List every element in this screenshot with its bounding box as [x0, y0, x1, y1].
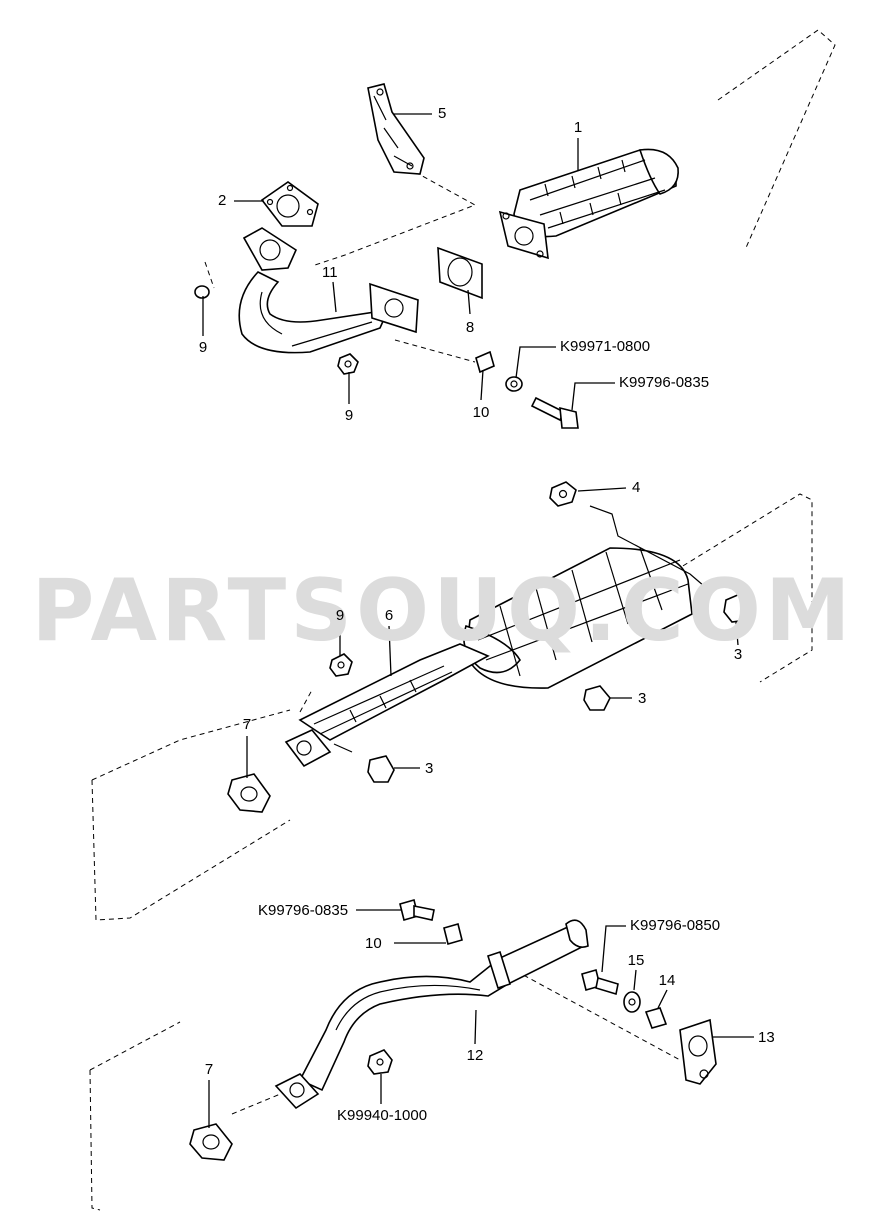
part-nut-4 [549, 481, 577, 507]
part-muffler-assembly-6 [284, 505, 705, 768]
part-front-pipe-11 [238, 227, 419, 354]
part-nut-9-c [329, 653, 353, 677]
callout-c14: 14 [659, 972, 676, 989]
callout-c1: 1 [574, 119, 582, 136]
callout-ck1: K99971-0800 [560, 338, 650, 355]
part-hanger-13 [679, 1018, 717, 1085]
part-washer-15 [623, 991, 641, 1013]
part-rubber-mount-3-c [367, 755, 395, 783]
callout-c3c: 3 [425, 760, 433, 777]
part-clip-10-a [475, 350, 495, 374]
part-bolt-k99796-0835-b [399, 899, 435, 921]
part-nut-k99971-0800 [505, 376, 523, 392]
part-tail-pipe-12 [274, 919, 589, 1110]
callout-ck5: K99940-1000 [337, 1107, 427, 1124]
part-rubber-mount-3-b [583, 685, 611, 711]
part-nut-9-b [337, 353, 359, 375]
callout-c2: 2 [218, 192, 226, 209]
callout-c15: 15 [628, 952, 645, 969]
callout-c10a: 10 [473, 404, 490, 421]
section-front-pipe [194, 29, 836, 429]
section-tail-pipe [89, 899, 754, 1211]
callout-ck3: K99796-0835 [258, 902, 348, 919]
part-clip-10-b [443, 923, 463, 945]
callout-ck4: K99796-0850 [630, 917, 720, 934]
part-nut-k99940-1000 [367, 1049, 393, 1075]
callout-c3a: 3 [734, 646, 742, 663]
callout-c5: 5 [438, 105, 446, 122]
callout-c12: 12 [467, 1047, 484, 1064]
part-bracket-5 [367, 83, 425, 175]
callout-c3b: 3 [638, 690, 646, 707]
watermark: PARTSOUQ.COM [31, 561, 854, 661]
part-gasket-8 [437, 246, 483, 300]
callout-c6: 6 [385, 607, 393, 624]
callout-c7b: 7 [205, 1061, 213, 1078]
callout-c13: 13 [758, 1029, 775, 1046]
callout-c11: 11 [322, 264, 338, 281]
callout-c4: 4 [632, 479, 640, 496]
part-gasket-7-a [227, 773, 271, 813]
callout-ck2: K99796-0835 [619, 374, 709, 391]
part-nut-9-a [194, 285, 210, 299]
part-collar-14 [644, 1007, 668, 1029]
part-catalytic-converter-1 [498, 148, 679, 260]
part-gasket-2 [260, 181, 319, 227]
part-bolt-k99796-0835-a [530, 396, 579, 429]
callout-c7a: 7 [243, 716, 251, 733]
callout-c9b: 9 [345, 407, 353, 424]
callout-c10b: 10 [365, 935, 382, 952]
callout-c8: 8 [466, 319, 474, 336]
part-bolt-k99796-0850 [581, 969, 619, 996]
section-center-muffler [91, 481, 813, 921]
callout-c9a: 9 [199, 339, 207, 356]
callout-c9c: 9 [336, 607, 344, 624]
part-rubber-mount-3-a [723, 592, 749, 623]
part-gasket-7-b [189, 1123, 233, 1161]
